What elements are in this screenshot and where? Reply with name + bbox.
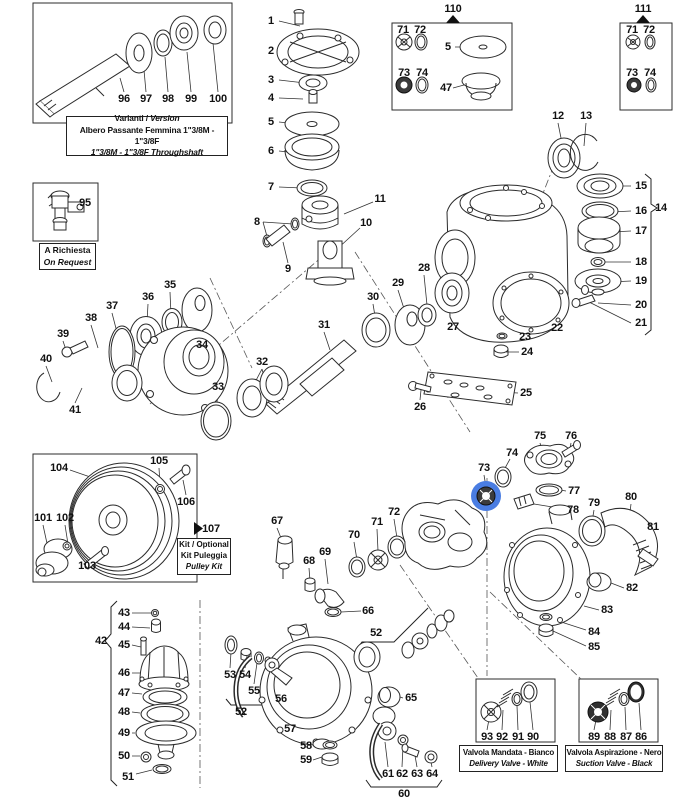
suction-valve-line1: Valvola Aspirazione - Nero bbox=[566, 747, 662, 757]
pump-head-left-art bbox=[224, 499, 488, 781]
pulley-kit-note: Kit / Optional Kit Puleggia Pulley Kit bbox=[177, 538, 231, 575]
delivery-valve-line2: Delivery Valve - White bbox=[469, 758, 548, 768]
suction-valve-parts-art bbox=[587, 681, 645, 723]
suction-valve-line2: Suction Valve - Black bbox=[575, 758, 653, 768]
piston-group-art bbox=[547, 133, 624, 308]
on-request-line1: A Richiesta bbox=[44, 245, 91, 256]
crankcase-art bbox=[408, 184, 570, 406]
variants-note: Varianti / Version Albero Passante Femmi… bbox=[66, 113, 228, 158]
pulley-kit-line3: Pulley Kit bbox=[185, 561, 223, 571]
pulley-kit-line2: Kit Puleggia bbox=[180, 551, 228, 561]
valve-kit-110-art bbox=[395, 33, 507, 101]
variants-line3: 1"3/8M - 1"3/8F Throughshaft bbox=[90, 147, 204, 158]
pump-head-right-art bbox=[471, 440, 659, 637]
on-request-note: A Richiesta On Request bbox=[39, 243, 96, 270]
variants-line2: Albero Passante Femmina 1"3/8M - 1"3/8F bbox=[79, 124, 215, 146]
box111-arrow-icon bbox=[636, 15, 650, 23]
accumulator-stack-art bbox=[135, 609, 197, 774]
on-request-valve-art bbox=[47, 190, 85, 231]
kit-arrow-icon bbox=[194, 522, 203, 535]
delivery-valve-line1: Valvola Mandata - Bianco bbox=[462, 747, 555, 757]
suction-valve-note: Valvola Aspirazione - Nero Suction Valve… bbox=[565, 745, 663, 772]
throughshaft-art bbox=[35, 15, 227, 118]
crankshaft-group-art bbox=[36, 272, 470, 441]
valve-kit-111-art bbox=[625, 34, 657, 93]
callout-arrows bbox=[194, 15, 650, 535]
head-cover-stack-art bbox=[262, 9, 360, 286]
pulley-kit-line1: Kit / Optional bbox=[179, 540, 229, 550]
on-request-line2: On Request bbox=[43, 256, 92, 267]
pulley-kit-art bbox=[35, 462, 191, 580]
delivery-valve-parts-art bbox=[480, 681, 538, 723]
variants-title: Varianti / Version bbox=[114, 113, 180, 124]
box110-arrow-icon bbox=[446, 15, 460, 23]
delivery-valve-note: Valvola Mandata - Bianco Delivery Valve … bbox=[459, 745, 558, 772]
